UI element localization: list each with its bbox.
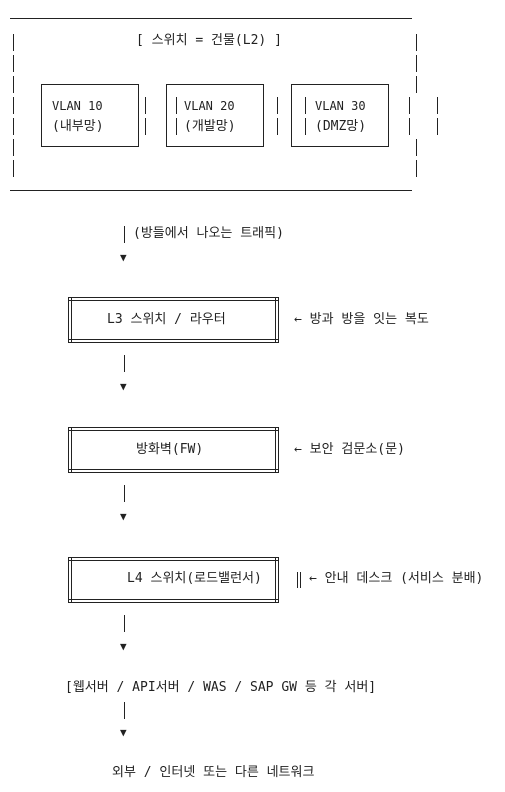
vlan-name: VLAN 10 <box>52 99 103 113</box>
building-left-bar <box>13 139 14 156</box>
building-top-line <box>10 18 412 19</box>
down-arrow-icon: ▼ <box>120 640 127 653</box>
l3-router-label: L3 스위치 / 라우터 <box>107 312 226 327</box>
building-left-bar <box>13 34 14 51</box>
l3-router-note: ← 방과 방을 잇는 복도 <box>294 312 429 327</box>
vlan-name: VLAN 20 <box>184 99 235 113</box>
external-network-label: 외부 / 인터넷 또는 다른 네트워크 <box>112 765 315 780</box>
l4-side-marker <box>297 572 301 588</box>
vlan-desc: (DMZ망) <box>315 119 367 134</box>
building-right-bar <box>416 34 417 51</box>
building-right-bar <box>416 160 417 177</box>
down-arrow-icon: ▼ <box>120 251 127 264</box>
down-arrow-icon: ▼ <box>120 380 127 393</box>
firewall-note: ← 보안 검문소(문) <box>294 442 405 457</box>
building-right-bar <box>437 118 438 135</box>
building-right-bar <box>409 97 410 114</box>
connector-line <box>124 355 125 372</box>
switch-l2-title: [ 스위치 = 건물(L2) ] <box>136 33 282 48</box>
l4-load-balancer-note: ← 안내 데스크 (서비스 분배) <box>309 571 484 586</box>
vlan-desc: (내부망) <box>52 119 104 134</box>
connector-line <box>124 615 125 632</box>
connector-line <box>124 485 125 502</box>
building-left-bar <box>13 76 14 93</box>
building-right-bar <box>409 118 410 135</box>
building-left-bar <box>13 97 14 114</box>
building-right-bar <box>416 55 417 72</box>
connector-line <box>124 226 125 243</box>
traffic-label: (방들에서 나오는 트래픽) <box>133 226 284 241</box>
building-left-bar <box>13 118 14 135</box>
vlan-name: VLAN 30 <box>315 99 366 113</box>
building-right-bar <box>416 139 417 156</box>
building-left-bar <box>13 55 14 72</box>
building-left-bar <box>13 160 14 177</box>
down-arrow-icon: ▼ <box>120 510 127 523</box>
vlan-desc: (개발망) <box>184 119 236 134</box>
connector-line <box>124 702 125 719</box>
l4-load-balancer-label: L4 스위치(로드밸런서) <box>127 571 262 586</box>
building-bottom-line <box>10 190 412 191</box>
building-right-bar <box>416 76 417 93</box>
down-arrow-icon: ▼ <box>120 726 127 739</box>
building-right-bar <box>437 97 438 114</box>
servers-label: [웹서버 / API서버 / WAS / SAP GW 등 각 서버] <box>65 680 377 695</box>
firewall-label: 방화벽(FW) <box>136 442 204 457</box>
